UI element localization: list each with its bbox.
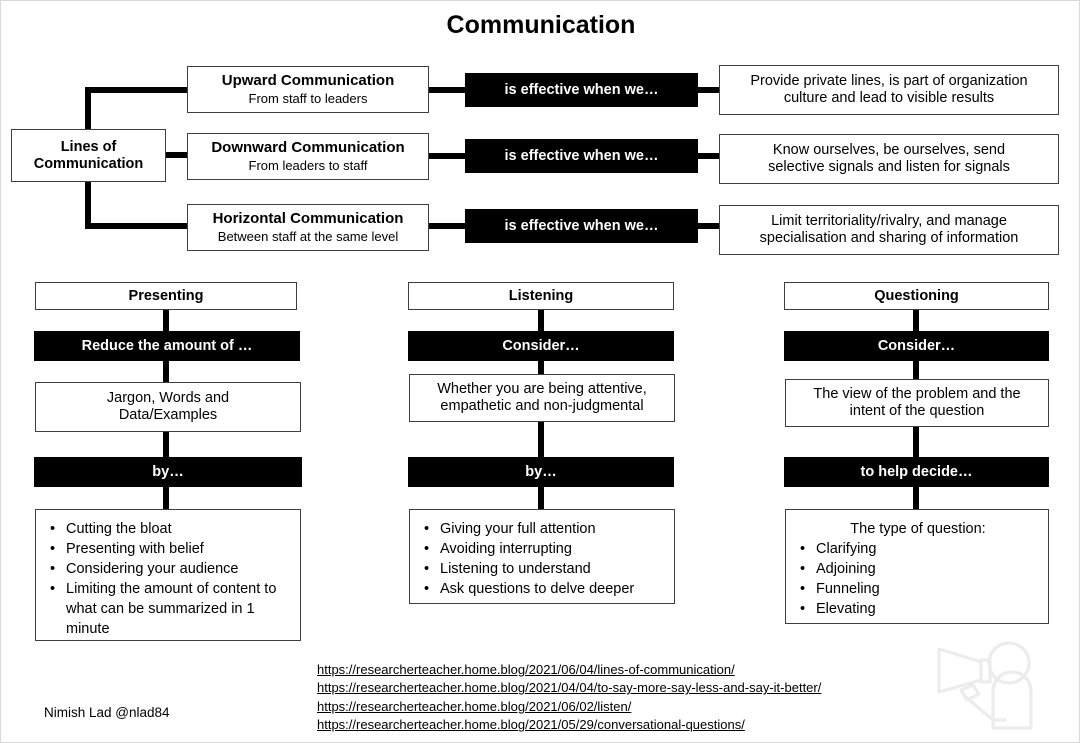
outcome-line1: Provide private lines, is part of organi… <box>750 73 1028 90</box>
connector-col2-a <box>538 309 544 335</box>
connector-label-downward: is effective when we… <box>465 139 698 173</box>
column-bullets-listening[interactable]: Giving your full attention Avoiding inte… <box>409 509 675 604</box>
list-item: Cutting the bloat <box>46 519 292 539</box>
bullet-list: Cutting the bloat Presenting with belief… <box>46 519 292 639</box>
list-item: Ask questions to delve deeper <box>420 579 666 599</box>
column-method-listening: by… <box>408 457 674 487</box>
type-subtitle: From staff to leaders <box>248 90 368 106</box>
connector-col2-b <box>538 357 544 377</box>
body-line1: Whether you are being attentive, <box>437 381 647 398</box>
outcome-box-upward[interactable]: Provide private lines, is part of organi… <box>719 65 1059 115</box>
column-body-presenting[interactable]: Jargon, Words and Data/Examples <box>35 382 301 432</box>
connector-col2-c <box>538 421 544 459</box>
list-item: Adjoining <box>796 559 1040 579</box>
list-item: Clarifying <box>796 539 1040 559</box>
connector-col3-b <box>913 357 919 379</box>
connector-bar-to-outcome-row2 <box>698 153 719 159</box>
page-title: Communication <box>446 11 636 39</box>
list-item: Avoiding interrupting <box>420 539 666 559</box>
bullet-list: Giving your full attention Avoiding inte… <box>420 519 666 599</box>
connector-label-horizontal: is effective when we… <box>465 209 698 243</box>
connector-col1-a <box>163 309 169 335</box>
type-box-upward[interactable]: Upward Communication From staff to leade… <box>187 66 429 113</box>
column-body-listening[interactable]: Whether you are being attentive, empathe… <box>409 374 675 422</box>
connector-branch-row3 <box>85 223 187 229</box>
body-line1: Jargon, Words and <box>106 390 230 407</box>
bullets-lead-text: The type of question: <box>850 521 986 537</box>
list-item: Considering your audience <box>46 559 292 579</box>
root-label-line1: Lines of <box>60 138 117 155</box>
column-heading-presenting[interactable]: Presenting <box>35 282 297 310</box>
connector-bar-to-outcome-row1 <box>698 87 719 93</box>
column-prompt-presenting: Reduce the amount of … <box>34 331 300 361</box>
outcome-box-downward[interactable]: Know ourselves, be ourselves, send selec… <box>719 134 1059 184</box>
connector-col3-a <box>913 309 919 335</box>
list-item: Funneling <box>796 579 1040 599</box>
connector-bar-to-outcome-row3 <box>698 223 719 229</box>
outcome-line1: Know ourselves, be ourselves, send <box>772 142 1006 159</box>
outcome-line2: specialisation and sharing of informatio… <box>759 230 1019 246</box>
connector-type-to-bar-row2 <box>429 153 465 159</box>
source-link[interactable]: https://researcherteacher.home.blog/2021… <box>317 680 822 696</box>
outcome-line1: Limit territoriality/rivalry, and manage <box>771 213 1007 230</box>
connector-col3-c <box>913 427 919 459</box>
connector-label-upward: is effective when we… <box>465 73 698 107</box>
connector-col1-c <box>163 429 169 459</box>
author-credit: Nimish Lad @nlad84 <box>44 705 170 720</box>
source-link[interactable]: https://researcherteacher.home.blog/2021… <box>317 717 745 733</box>
root-node-lines-of-communication[interactable]: Lines of Communication <box>11 129 166 182</box>
type-subtitle: From leaders to staff <box>248 157 368 173</box>
list-item: Giving your full attention <box>420 519 666 539</box>
column-bullets-questioning[interactable]: The type of question: Clarifying Adjoini… <box>785 509 1049 624</box>
body-line2: empathetic and non-judgmental <box>440 398 644 414</box>
column-prompt-questioning: Consider… <box>784 331 1049 361</box>
type-title: Downward Communication <box>211 139 405 157</box>
connector-col1-b <box>163 357 169 385</box>
source-link[interactable]: https://researcherteacher.home.blog/2021… <box>317 662 735 677</box>
type-box-horizontal[interactable]: Horizontal Communication Between staff a… <box>187 204 429 251</box>
connector-type-to-bar-row3 <box>429 223 465 229</box>
source-links: https://researcherteacher.home.blog/2021… <box>317 661 821 735</box>
column-method-questioning: to help decide… <box>784 457 1049 487</box>
body-line2: Data/Examples <box>118 407 218 423</box>
outcome-line2: culture and lead to visible results <box>783 90 995 106</box>
connector-root-stub <box>166 152 188 158</box>
connector-col3-d <box>913 485 919 511</box>
outcome-line2: selective signals and listen for signals <box>768 159 1010 175</box>
type-title: Horizontal Communication <box>212 210 404 228</box>
column-bullets-presenting[interactable]: Cutting the bloat Presenting with belief… <box>35 509 301 641</box>
connector-col1-d <box>163 485 169 511</box>
type-box-downward[interactable]: Downward Communication From leaders to s… <box>187 133 429 180</box>
type-subtitle: Between staff at the same level <box>217 228 399 244</box>
column-prompt-listening: Consider… <box>408 331 674 361</box>
column-method-presenting: by… <box>34 457 302 487</box>
list-item: Limiting the amount of content to what c… <box>46 579 292 639</box>
connector-col2-d <box>538 485 544 511</box>
list-item: Listening to understand <box>420 559 666 579</box>
bullet-list: Clarifying Adjoining Funneling Elevating <box>796 539 1040 619</box>
outcome-box-horizontal[interactable]: Limit territoriality/rivalry, and manage… <box>719 205 1059 255</box>
connector-type-to-bar-row1 <box>429 87 465 93</box>
body-line2: intent of the question <box>849 403 985 419</box>
column-heading-listening[interactable]: Listening <box>408 282 674 310</box>
person-with-megaphone-icon <box>931 636 1051 741</box>
column-body-questioning[interactable]: The view of the problem and the intent o… <box>785 379 1049 427</box>
column-heading-questioning[interactable]: Questioning <box>784 282 1049 310</box>
root-label-line2: Communication <box>33 155 144 172</box>
list-item: Presenting with belief <box>46 539 292 559</box>
connector-branch-row1 <box>85 87 187 93</box>
type-title: Upward Communication <box>221 72 395 90</box>
list-item: Elevating <box>796 599 1040 619</box>
source-link[interactable]: https://researcherteacher.home.blog/2021… <box>317 698 632 714</box>
body-line1: The view of the problem and the <box>813 386 1021 403</box>
